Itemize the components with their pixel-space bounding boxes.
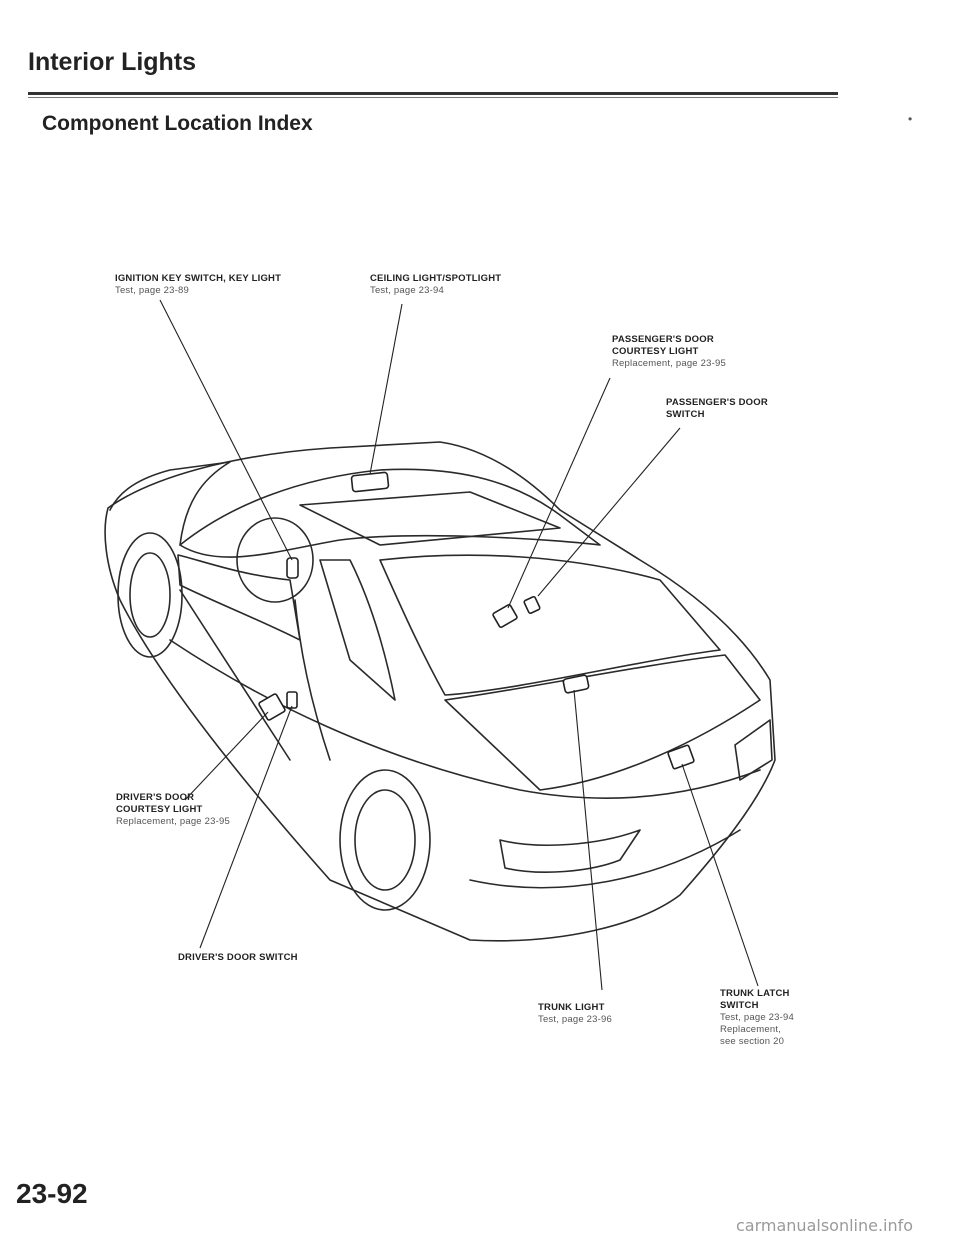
leader-trunk-latch xyxy=(681,763,759,987)
label-driver-door-switch: DRIVER'S DOOR SWITCH xyxy=(178,952,398,964)
label-passenger-courtesy-light: PASSENGER'S DOOR COURTESY LIGHT Replacem… xyxy=(612,334,752,370)
leader-pass-switch xyxy=(537,427,681,597)
door-line-rear xyxy=(294,599,331,761)
front-wheel xyxy=(117,532,183,658)
label-trunk-latch-name: TRUNK LATCH SWITCH xyxy=(720,988,790,1011)
page-number: 23-92 xyxy=(16,1178,88,1209)
label-ignition-name: IGNITION KEY SWITCH, KEY LIGHT xyxy=(115,273,282,284)
section-title: Interior Lights xyxy=(28,48,197,76)
label-pass-courtesy-ref: Replacement, page 23-95 xyxy=(612,358,726,369)
label-driver-courtesy-light: DRIVER'S DOOR COURTESY LIGHT Replacement… xyxy=(116,792,246,828)
label-trunk-light: TRUNK LIGHT Test, page 23-96 xyxy=(538,1002,658,1026)
driver-door-switch-box xyxy=(286,691,298,709)
watermark: carmanualsonline.info xyxy=(736,1216,914,1235)
tail-light-right xyxy=(734,719,773,781)
label-pass-switch-name: PASSENGER'S DOOR SWITCH xyxy=(666,397,768,420)
label-trunk-light-name: TRUNK LIGHT xyxy=(538,1002,605,1013)
label-driver-switch-name: DRIVER'S DOOR SWITCH xyxy=(178,952,298,963)
corner-mark: • xyxy=(908,112,913,126)
leader-trunk-light xyxy=(573,689,603,991)
label-passenger-door-switch: PASSENGER'S DOOR SWITCH xyxy=(666,397,806,421)
side-window-front xyxy=(177,554,301,641)
driver-courtesy-light-box xyxy=(258,693,286,721)
door-line-front xyxy=(179,589,291,761)
page-subtitle: Component Location Index xyxy=(42,112,313,135)
label-driver-courtesy-ref: Replacement, page 23-95 xyxy=(116,816,230,827)
body-crease xyxy=(169,639,761,799)
side-window-rear xyxy=(319,559,396,701)
label-ceiling-ref: Test, page 23-94 xyxy=(370,285,444,296)
label-ceiling-light: CEILING LIGHT/SPOTLIGHT Test, page 23-94 xyxy=(370,273,570,297)
front-wheel-inner xyxy=(129,552,171,638)
title-rule xyxy=(28,92,838,95)
leader-driver-switch xyxy=(199,705,293,949)
hood xyxy=(109,461,231,546)
trunk-light-box xyxy=(562,674,590,694)
label-ignition-ref: Test, page 23-89 xyxy=(115,285,189,296)
label-trunk-latch-ref3: see section 20 xyxy=(720,1036,785,1047)
leader-driver-courtesy xyxy=(184,711,269,801)
tail-light-left xyxy=(499,829,641,873)
label-trunk-light-ref: Test, page 23-96 xyxy=(538,1014,612,1025)
rear-wheel xyxy=(339,769,431,911)
car-body-outline xyxy=(104,441,776,942)
trunk-lid xyxy=(444,654,761,791)
trunk-latch-switch-box xyxy=(667,744,695,770)
title-rule-thin xyxy=(28,97,838,98)
leader-pass-courtesy xyxy=(507,377,611,609)
label-trunk-latch-switch: TRUNK LATCH SWITCH Test, page 23-94 Repl… xyxy=(720,988,810,1048)
label-driver-courtesy-name: DRIVER'S DOOR COURTESY LIGHT xyxy=(116,792,203,815)
leader-ceiling xyxy=(369,303,403,475)
steering-wheel xyxy=(236,517,314,603)
leader-ignition xyxy=(159,299,293,561)
label-trunk-latch-ref1: Test, page 23-94 xyxy=(720,1012,794,1023)
label-pass-courtesy-name: PASSENGER'S DOOR COURTESY LIGHT xyxy=(612,334,714,357)
label-ceiling-name: CEILING LIGHT/SPOTLIGHT xyxy=(370,273,502,284)
passenger-door-switch-box xyxy=(523,595,541,615)
label-ignition-key-switch: IGNITION KEY SWITCH, KEY LIGHT Test, pag… xyxy=(115,273,315,297)
car-roof xyxy=(179,468,601,558)
ceiling-light-box xyxy=(350,471,390,493)
rear-wheel-inner xyxy=(354,789,416,891)
label-trunk-latch-ref2: Replacement, xyxy=(720,1024,782,1035)
ignition-key-box xyxy=(286,557,299,579)
passenger-courtesy-light-box xyxy=(492,604,518,628)
sunroof xyxy=(299,491,561,546)
rear-bumper xyxy=(469,829,741,889)
rear-window xyxy=(379,554,721,696)
